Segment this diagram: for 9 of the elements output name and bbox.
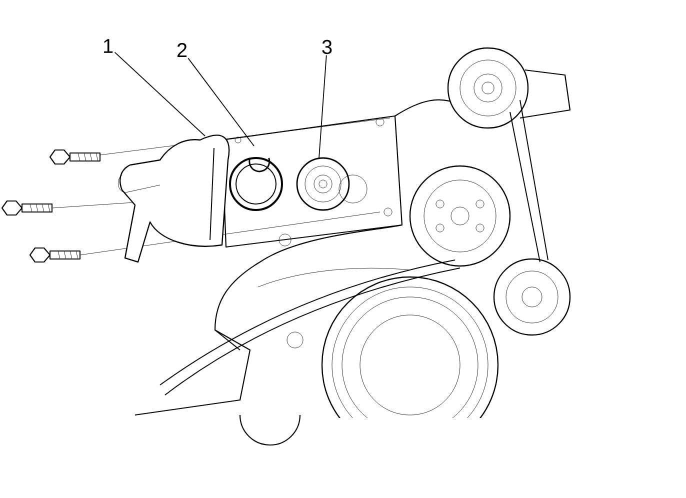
leader-line bbox=[188, 58, 254, 146]
housing-drawing bbox=[118, 134, 230, 263]
leader-line bbox=[114, 52, 206, 136]
callout-number: 3 bbox=[322, 40, 332, 54]
thermostat-drawing bbox=[296, 157, 368, 211]
gasket-drawing bbox=[229, 157, 283, 211]
leader-line bbox=[318, 54, 327, 158]
callout-number: 1 bbox=[104, 39, 113, 53]
callout-number: 2 bbox=[177, 43, 187, 57]
